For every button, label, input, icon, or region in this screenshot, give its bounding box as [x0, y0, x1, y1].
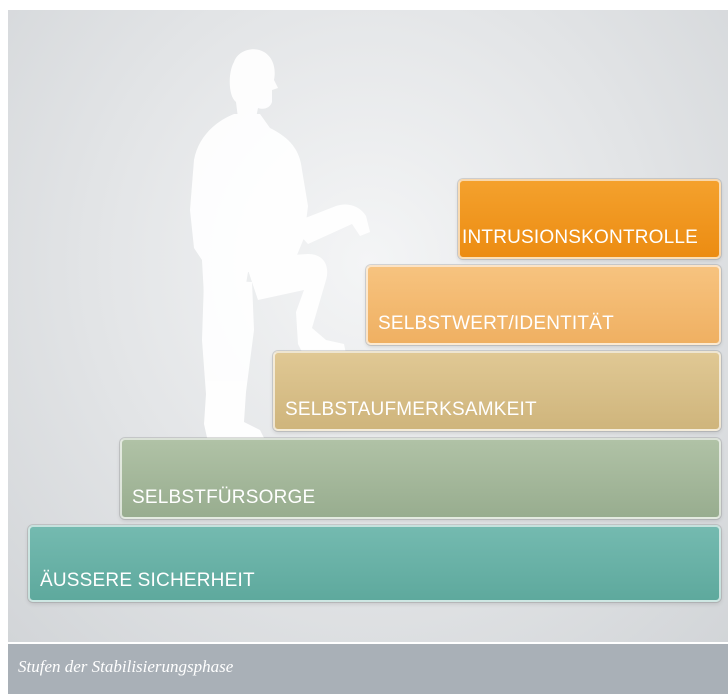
step-5-intrusionskontrolle: INTRUSIONSKONTROLLE — [458, 179, 721, 259]
step-2-selbstfuersorge: SELBSTFÜRSORGE — [120, 438, 721, 519]
step-3-selbstaufmerksamkeit: SELBSTAUFMERKSAMKEIT — [273, 351, 721, 431]
step-label: ÄUSSERE SICHERHEIT — [40, 570, 255, 591]
step-label: SELBSTAUFMERKSAMKEIT — [285, 399, 537, 420]
step-1-aeussere-sicherheit: ÄUSSERE SICHERHEIT — [28, 525, 721, 602]
staircase-diagram: ÄUSSERE SICHERHEIT SELBSTFÜRSORGE SELBST… — [8, 10, 728, 642]
step-label: INTRUSIONSKONTROLLE — [462, 227, 699, 248]
step-4-selbstwert-identitaet: SELBSTWERT/IDENTITÄT — [366, 265, 721, 345]
climbing-person-silhouette-icon — [190, 49, 370, 442]
caption-bar: Stufen der Stabilisierungsphase — [8, 644, 728, 694]
caption: Stufen der Stabilisierungsphase — [18, 657, 234, 676]
step-label: SELBSTFÜRSORGE — [132, 487, 316, 508]
step-label: SELBSTWERT/IDENTITÄT — [378, 313, 614, 334]
